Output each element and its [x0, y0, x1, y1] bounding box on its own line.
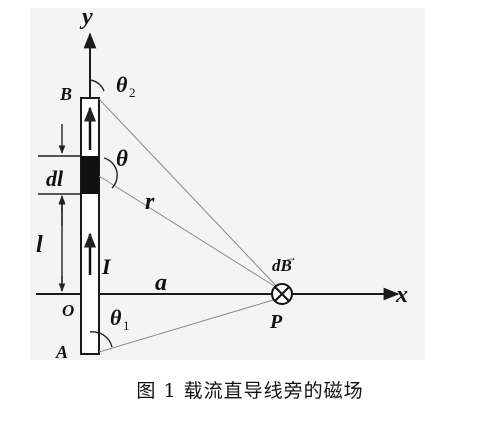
theta2-label: θ 2 [116, 72, 136, 100]
l-label: l [36, 232, 43, 258]
theta-label: θ [116, 146, 128, 171]
theta2-arc [89, 79, 105, 92]
point-p-label: P [269, 311, 283, 333]
svg-text:→: → [285, 250, 297, 264]
current-element-dl [81, 156, 99, 194]
db-label: dB → [272, 250, 297, 275]
svg-text:θ: θ [116, 72, 128, 97]
into-page-cross-icon [271, 283, 293, 305]
svg-text:2: 2 [129, 85, 136, 100]
theta-arc [103, 157, 118, 189]
svg-text:θ: θ [110, 305, 122, 330]
dl-label: dl [46, 166, 64, 191]
origin-label: O [62, 301, 74, 320]
svg-text:dB: dB [272, 256, 292, 275]
radius-label: r [145, 189, 155, 215]
svg-text:1: 1 [123, 318, 130, 333]
line-r [98, 175, 280, 290]
y-axis-label: y [79, 4, 93, 30]
current-label: I [101, 254, 112, 279]
line-a-to-p [98, 297, 281, 353]
theta1-label: θ 1 [110, 305, 130, 333]
line-b-to-p [98, 98, 283, 293]
distance-label: a [155, 270, 167, 296]
figure-caption: 图 1 载流直导线旁的磁场 [136, 380, 364, 402]
point-a-label: A [55, 342, 68, 362]
point-b-label: B [59, 84, 72, 104]
x-axis-label: x [395, 282, 408, 308]
theta1-arc [89, 331, 113, 348]
